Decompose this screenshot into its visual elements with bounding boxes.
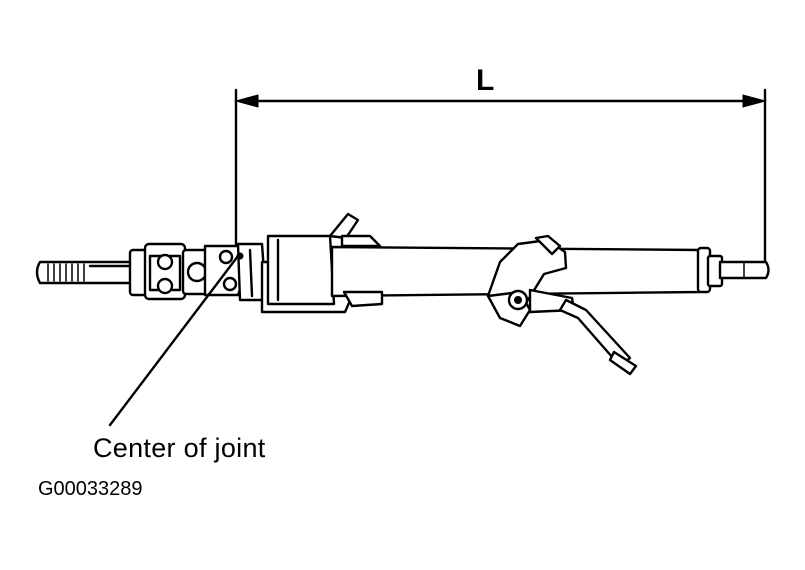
bracket-tab	[328, 212, 360, 240]
dimension-line-l	[234, 88, 767, 270]
lever-knob	[608, 350, 638, 376]
callout-leader-line	[108, 254, 240, 427]
universal-joint	[128, 242, 268, 302]
center-of-joint-label: Center of joint	[93, 433, 266, 463]
dimension-label: L	[476, 64, 495, 97]
steering-column-tube	[260, 212, 770, 314]
figure-id: G00033289	[38, 478, 143, 500]
dimension-arrow-left	[234, 94, 259, 108]
dimension-arrow-right	[742, 94, 767, 108]
column-housing	[266, 234, 336, 306]
splined-shaft	[35, 260, 137, 285]
tilt-lock-mechanism	[486, 234, 638, 376]
